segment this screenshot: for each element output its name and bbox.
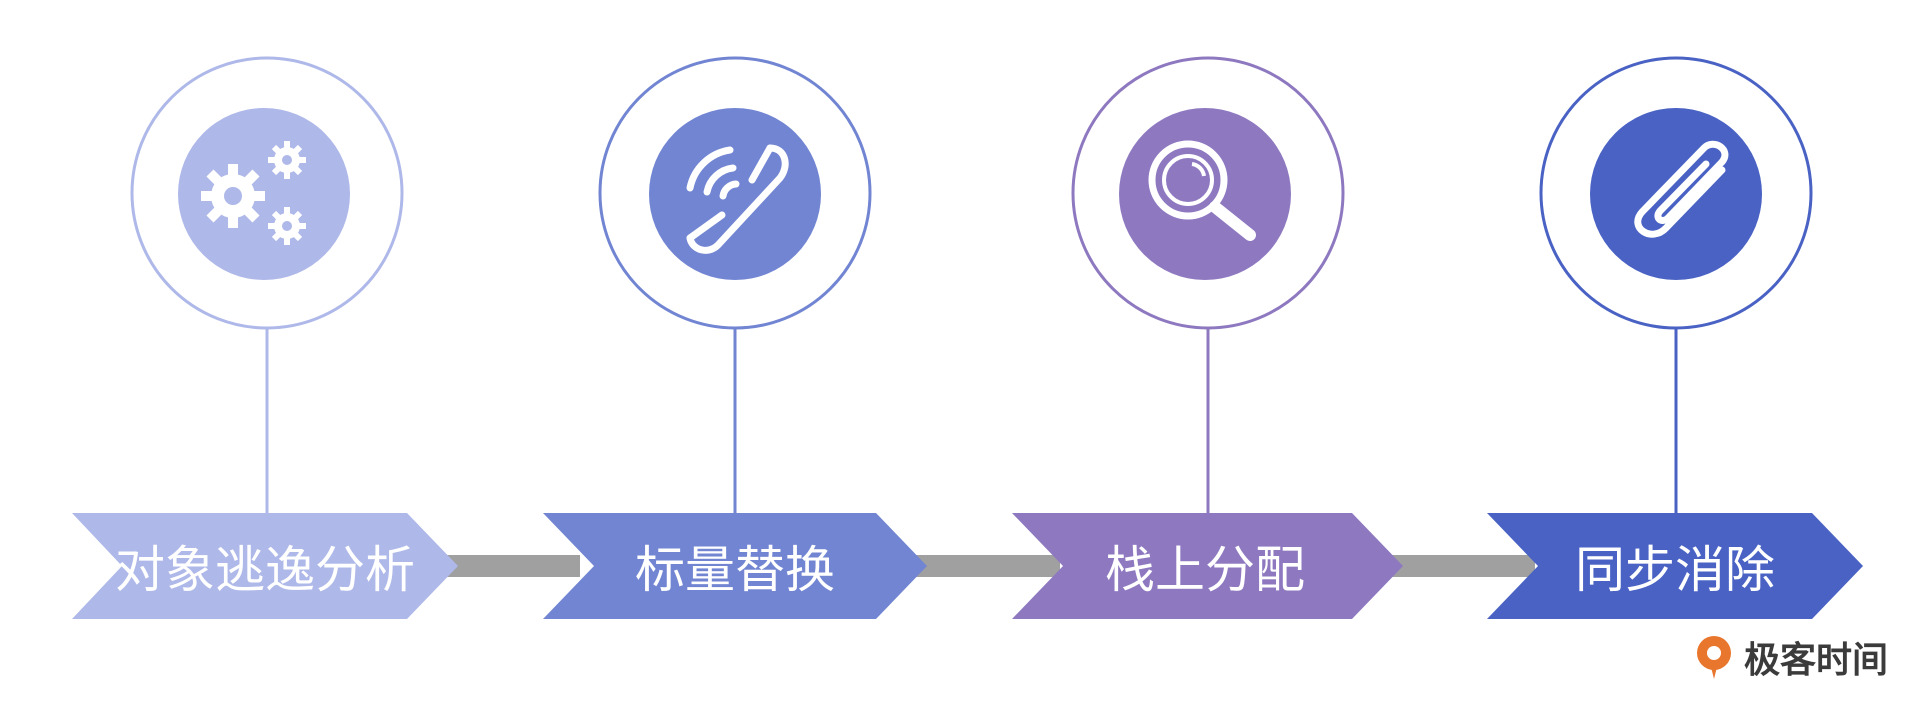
phone-icon xyxy=(686,144,789,254)
step-1 xyxy=(72,56,458,619)
paperclip-icon xyxy=(1634,140,1729,238)
connector-bar xyxy=(910,555,1060,577)
connector-bars xyxy=(440,555,1535,577)
connector-bar xyxy=(1385,555,1535,577)
brand-name: 极客时间 xyxy=(1743,640,1888,681)
gears-icon xyxy=(201,141,306,245)
step-3 xyxy=(1012,56,1403,619)
step-4 xyxy=(1487,56,1863,619)
connector-bar xyxy=(440,555,580,577)
magnifier-icon xyxy=(1148,140,1256,241)
step-2 xyxy=(543,56,927,619)
step-3-label: 栈上分配 xyxy=(1105,541,1305,599)
step-2-arrow-banner xyxy=(543,513,927,619)
geektime-logo-icon xyxy=(1696,636,1731,679)
step-1-label: 对象逃逸分析 xyxy=(115,541,415,599)
step-2-label: 标量替换 xyxy=(635,541,835,599)
step-2-icon-circle xyxy=(649,108,821,280)
step-3-arrow-banner xyxy=(1012,513,1403,619)
brand-logo: 极客时间 xyxy=(1692,631,1888,683)
step-4-label: 同步消除 xyxy=(1575,541,1775,599)
step-1-arrow-banner xyxy=(72,513,458,619)
step-4-arrow-banner xyxy=(1487,513,1863,619)
